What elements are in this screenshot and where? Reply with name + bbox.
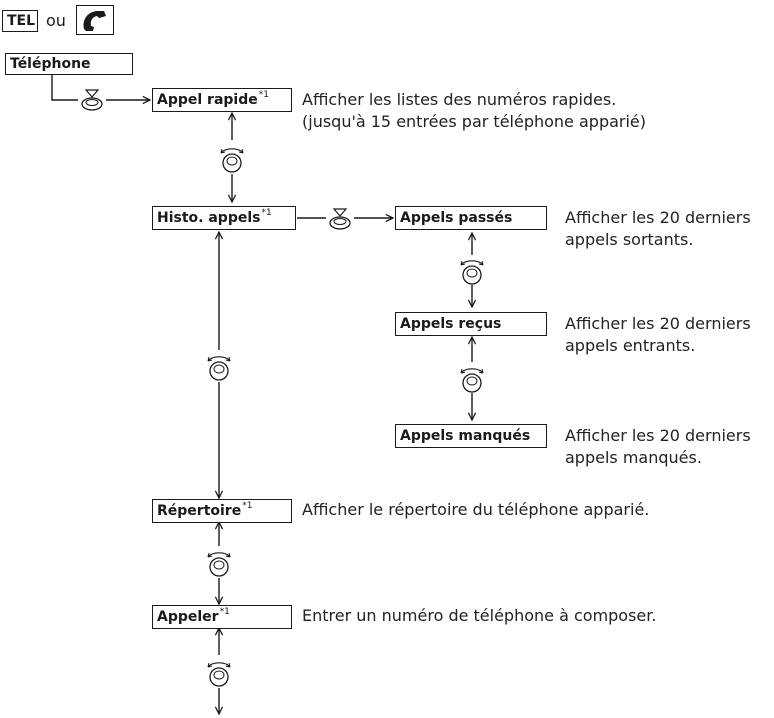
appeler-description: Entrer un numéro de téléphone à composer… — [302, 606, 657, 625]
connector — [51, 75, 78, 101]
appels-recus-description: Afficher les 20 derniers appels entrants… — [565, 314, 751, 355]
or-text: ou — [46, 11, 66, 30]
submenu-item-appels-manques: Appels manqués — [395, 424, 547, 448]
rotate-knob-icon — [207, 552, 231, 577]
press-knob-icon — [81, 89, 103, 111]
submenu-item-appels-recus: Appels reçus — [395, 312, 547, 336]
menu-item-appel-rapide: Appel rapide*1 — [152, 88, 292, 112]
tel-button: TEL — [2, 10, 38, 32]
rotate-knob-icon — [207, 356, 231, 381]
phone-handset-icon — [76, 5, 114, 35]
repertoire-description: Afficher le répertoire du téléphone appa… — [302, 500, 650, 519]
rotate-knob-icon — [207, 662, 231, 687]
submenu-item-appels-passes: Appels passés — [395, 206, 547, 230]
root-menu-telephone: Téléphone — [5, 53, 133, 75]
tel-label: TEL — [7, 13, 36, 29]
appels-passes-description: Afficher les 20 derniers appels sortants… — [565, 208, 751, 249]
menu-item-appeler: Appeler*1 — [152, 605, 292, 629]
appels-manques-description: Afficher les 20 derniers appels manqués. — [565, 426, 751, 467]
rotate-knob-icon — [460, 260, 484, 285]
rotate-knob-icon — [220, 148, 244, 173]
menu-item-repertoire: Répertoire*1 — [152, 499, 292, 523]
appel-rapide-description: Afficher les listes des numéros rapides.… — [302, 90, 647, 131]
press-knob-icon — [329, 208, 351, 230]
menu-item-histo-appels: Histo. appels*1 — [152, 206, 296, 230]
rotate-knob-icon — [460, 368, 484, 393]
